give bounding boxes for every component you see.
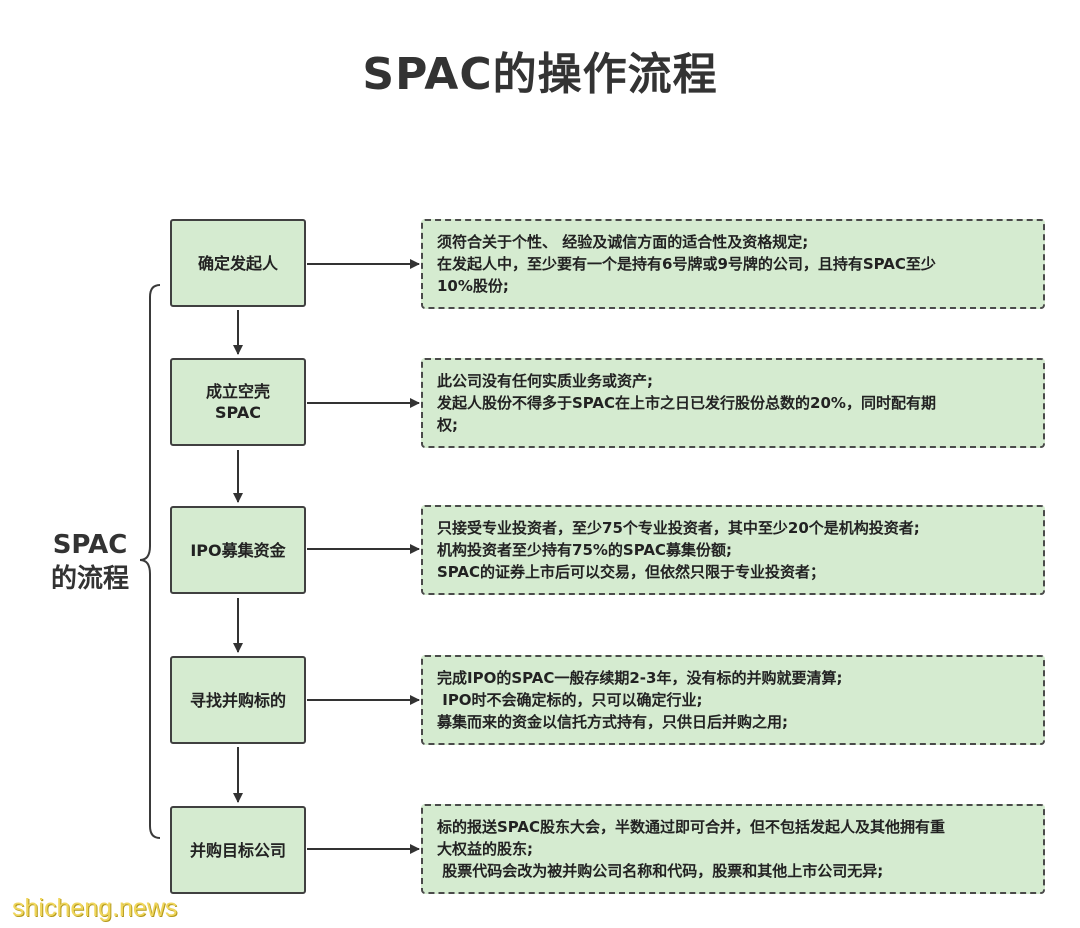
note-box-3: 只接受专业投资者，至少75个专业投资者，其中至少20个是机构投资者; 机构投资者… [421, 505, 1045, 595]
note-line: SPAC的证券上市后可以交易，但依然只限于专业投资者； [437, 563, 826, 581]
step-box-4: 寻找并购标的 [170, 656, 306, 744]
note-line: 发起人股份不得多于SPAC在上市之日已发行股份总数的20%，同时配有期 [437, 394, 936, 412]
note-line: 须符合关于个性、 经验及诚信方面的适合性及资格规定; [437, 233, 809, 251]
note-box-4: 完成IPO的SPAC一般存续期2-3年，没有标的并购就要清算; IPO时不会确定… [421, 655, 1045, 745]
note-line: 权; [437, 416, 458, 434]
side-label-line-2: 的流程 [50, 564, 129, 594]
page-title: SPAC的操作流程 [362, 49, 718, 100]
note-line: 在发起人中，至少要有一个是持有6号牌或9号牌的公司，且持有SPAC至少 [437, 255, 936, 273]
step-box-3: IPO募集资金 [170, 506, 306, 594]
note-line: 募集而来的资金以信托方式持有，只供日后并购之用; [437, 713, 789, 731]
note-line: 标的报送SPAC股东大会，半数通过即可合并，但不包括发起人及其他拥有重 [437, 818, 946, 836]
note-line: 大权益的股东; [437, 840, 533, 858]
note-line: 只接受专业投资者，至少75个专业投资者，其中至少20个是机构投资者; [437, 519, 920, 537]
note-line: 10%股份; [437, 277, 509, 295]
step-box-1: 确定发起人 [170, 219, 306, 307]
watermark: shicheng.news [12, 894, 178, 922]
note-line: IPO时不会确定标的，只可以确定行业; [437, 691, 703, 709]
side-label-line-1: SPAC [52, 530, 128, 560]
note-line: 完成IPO的SPAC一般存续期2-3年，没有标的并购就要清算; [437, 669, 843, 687]
side-bracket [139, 284, 161, 839]
side-label: SPAC 的流程 [30, 528, 150, 596]
note-line: 此公司没有任何实质业务或资产; [437, 372, 654, 390]
note-line: 股票代码会改为被并购公司名称和代码，股票和其他上市公司无异; [437, 862, 884, 880]
note-line: 机构投资者至少持有75%的SPAC募集份额; [437, 541, 732, 559]
step-box-2: 成立空壳 SPAC [170, 358, 306, 446]
step-box-5: 并购目标公司 [170, 806, 306, 894]
note-box-1: 须符合关于个性、 经验及诚信方面的适合性及资格规定; 在发起人中，至少要有一个是… [421, 219, 1045, 309]
note-box-2: 此公司没有任何实质业务或资产; 发起人股份不得多于SPAC在上市之日已发行股份总… [421, 358, 1045, 448]
note-box-5: 标的报送SPAC股东大会，半数通过即可合并，但不包括发起人及其他拥有重 大权益的… [421, 804, 1045, 894]
